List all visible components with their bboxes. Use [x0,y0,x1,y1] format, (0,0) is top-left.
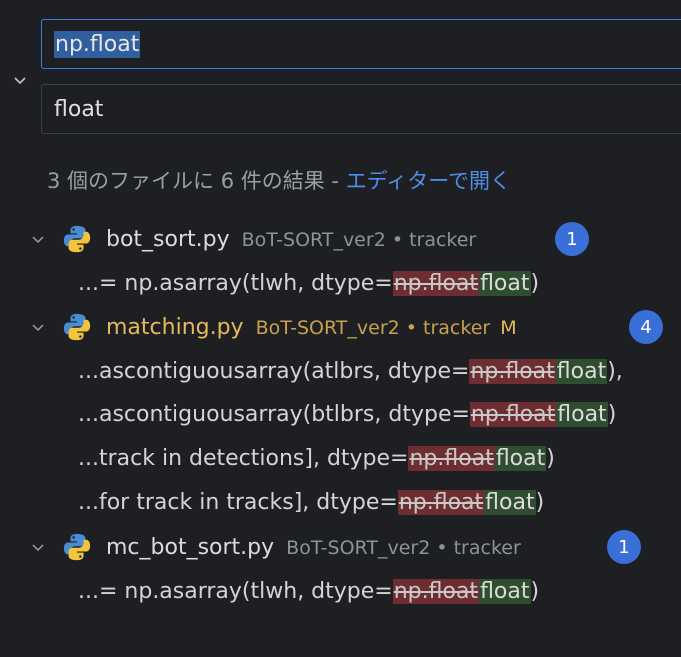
file-name-text: matching.py [106,314,244,340]
chevron-down-icon[interactable] [29,230,47,248]
match-added: float [479,578,531,604]
match-row[interactable]: ...ascontiguousarray(atlbrs, dtype=np.fl… [78,351,623,391]
match-removed: np.float [408,445,495,471]
match-prefix: ...= np.asarray(tlwh, dtype= [78,578,393,604]
match-count-badge: 4 [629,310,663,344]
match-row[interactable]: ...ascontiguousarray(btlbrs, dtype=np.fl… [78,394,616,434]
match-added: float [479,270,531,296]
python-icon [63,533,91,561]
match-suffix: ) [607,401,617,427]
match-prefix: ...for track in tracks], dtype= [78,489,398,515]
match-suffix: ) [546,445,555,471]
replace-input[interactable]: float [41,84,681,134]
match-added: float [556,401,608,427]
match-suffix: ) [530,270,540,296]
match-added: float [484,489,536,515]
file-name: matching.py BoT-SORT_ver2 • tracker M [106,315,517,340]
file-name: bot_sort.py BoT-SORT_ver2 • tracker [106,227,476,252]
search-input-value: np.float [54,30,141,58]
file-row-matching[interactable]: matching.py BoT-SORT_ver2 • tracker M 4 [0,307,681,347]
file-path: BoT-SORT_ver2 • tracker [286,536,521,559]
modified-flag: M [500,316,517,339]
match-suffix: ), [607,358,623,384]
replace-input-value: float [54,96,104,122]
toggle-replace-button[interactable] [10,70,30,90]
chevron-down-icon[interactable] [29,318,47,336]
match-prefix: ...track in detections], dtype= [78,445,409,471]
match-added: float [555,358,608,384]
chevron-down-icon[interactable] [29,538,47,556]
match-removed: np.float [397,489,485,515]
match-removed: np.float [469,401,557,427]
match-removed: np.float [469,358,556,384]
match-removed: np.float [392,270,480,296]
match-prefix: ...ascontiguousarray(btlbrs, dtype= [78,401,470,427]
match-prefix: ...ascontiguousarray(atlbrs, dtype= [78,358,470,384]
match-added: float [494,445,547,471]
open-in-editor-link[interactable]: エディターで開く [345,169,511,193]
match-suffix: ) [530,578,540,604]
match-count-badge: 1 [607,530,641,564]
file-name: mc_bot_sort.py BoT-SORT_ver2 • tracker [106,535,521,560]
file-path: BoT-SORT_ver2 • tracker [241,228,477,251]
match-suffix: ) [535,489,545,515]
match-prefix: ...= np.asarray(tlwh, dtype= [78,270,393,296]
file-name-text: bot_sort.py [106,226,230,252]
match-count-badge: 1 [555,222,589,256]
results-summary: 3 個のファイルに 6 件の結果 - エディターで開く [47,165,511,195]
match-removed: np.float [392,578,480,604]
file-name-text: mc_bot_sort.py [106,534,275,560]
file-path: BoT-SORT_ver2 • tracker [255,316,491,339]
python-icon [63,313,91,341]
file-row-mc-bot-sort[interactable]: mc_bot_sort.py BoT-SORT_ver2 • tracker 1 [0,527,681,567]
chevron-down-icon [14,77,26,85]
python-icon [63,225,91,253]
search-input[interactable]: np.float [41,19,681,69]
file-row-bot-sort[interactable]: bot_sort.py BoT-SORT_ver2 • tracker 1 [0,219,681,259]
results-summary-text: 3 個のファイルに 6 件の結果 - [47,169,346,193]
